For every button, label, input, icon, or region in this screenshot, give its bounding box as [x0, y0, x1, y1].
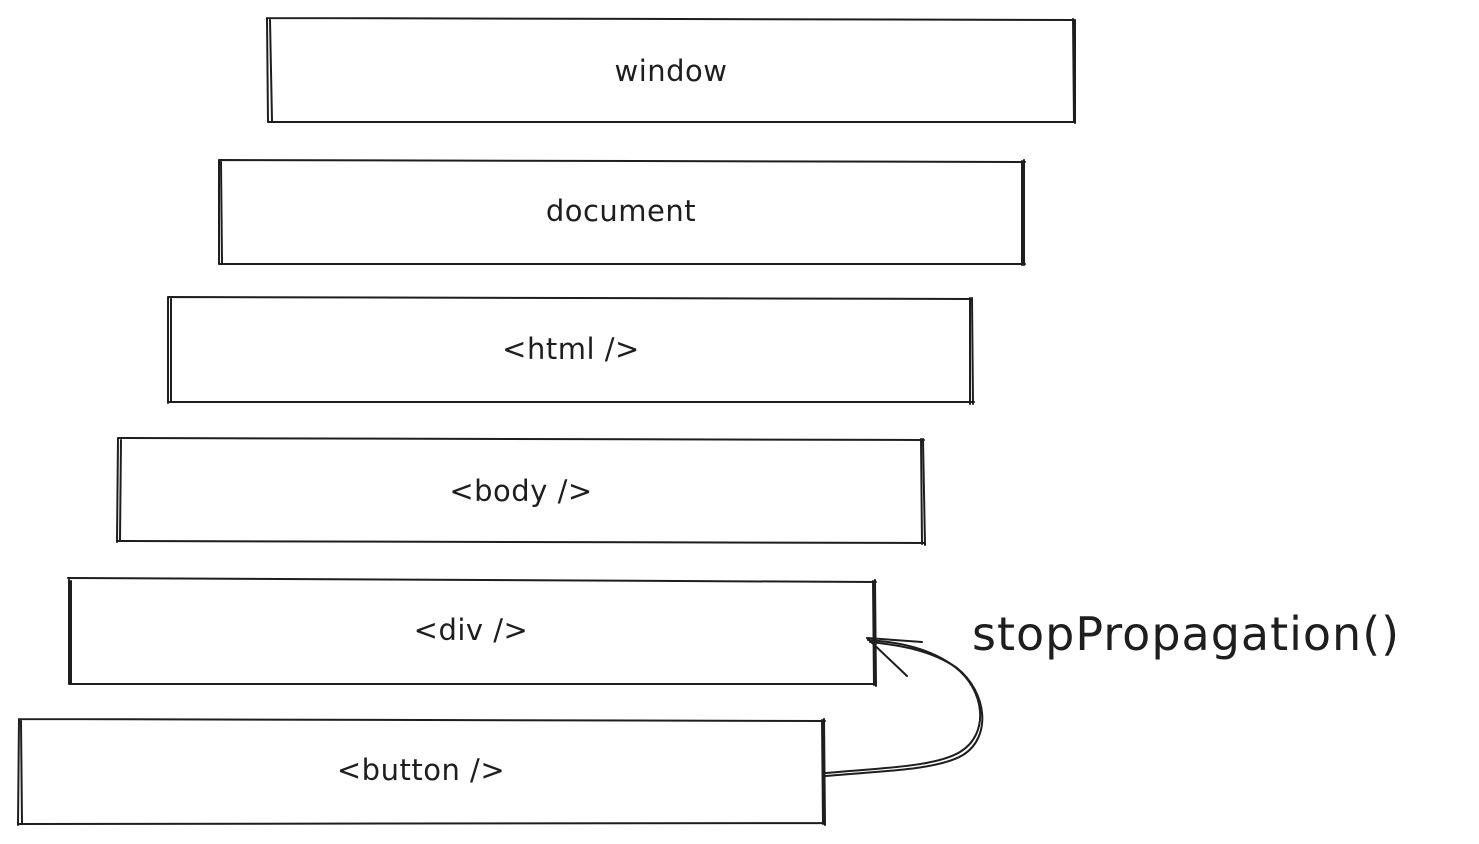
box-label-window: window — [614, 54, 727, 88]
box-label-document: document — [546, 194, 696, 228]
box-div: <div /> — [67, 577, 877, 687]
box-window: window — [266, 17, 1076, 124]
box-label-html: <html /> — [502, 332, 640, 366]
arrowhead — [866, 637, 923, 677]
box-document: document — [218, 159, 1026, 266]
stop-propagation-label: stopPropagation() — [972, 607, 1400, 661]
box-body: <body /> — [116, 437, 926, 546]
arrow-curve-double — [825, 641, 984, 777]
box-label-body: <body /> — [449, 474, 592, 508]
arrow-curve — [825, 639, 982, 774]
box-html: <html /> — [167, 296, 975, 405]
box-label-div: <div /> — [414, 613, 529, 647]
box-button: <button /> — [17, 718, 826, 826]
box-label-button: <button /> — [337, 753, 505, 787]
stop-propagation-arrow — [825, 637, 984, 777]
